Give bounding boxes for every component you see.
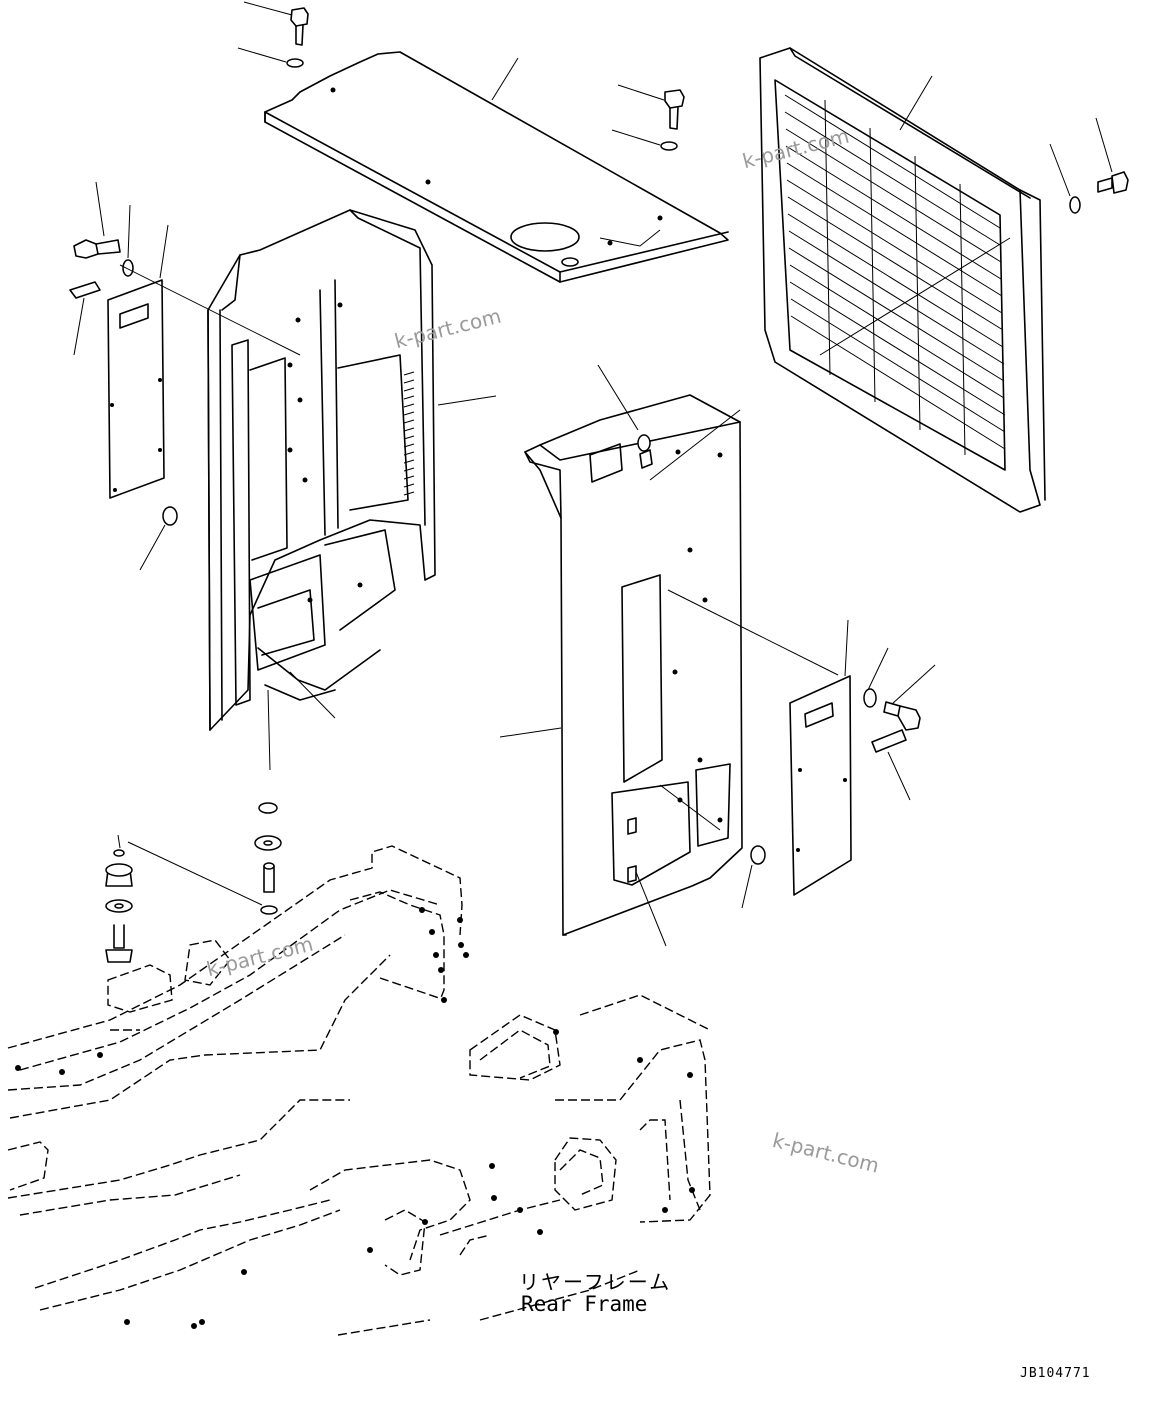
drawing-code: JB104771 <box>1020 1366 1091 1381</box>
rear-frame-dashed <box>7 845 711 1336</box>
bolt-grille-right <box>1049 117 1129 214</box>
bolt-top-left <box>237 1 309 68</box>
top-cover-plate <box>264 51 729 283</box>
radiator-grille <box>759 47 1046 513</box>
grille-slats <box>784 94 1006 456</box>
left-upright-housing <box>207 209 497 771</box>
mount-stack <box>105 802 282 963</box>
left-side-cover <box>69 181 301 571</box>
bolt-top-center <box>611 84 685 151</box>
vent-slits <box>403 371 415 496</box>
right-side-cover <box>789 619 936 896</box>
right-tall-panel <box>499 364 839 947</box>
rear-frame-label-en: Rear Frame <box>521 1292 648 1316</box>
rear-frame-label-jp: リヤーフレーム <box>519 1270 672 1294</box>
